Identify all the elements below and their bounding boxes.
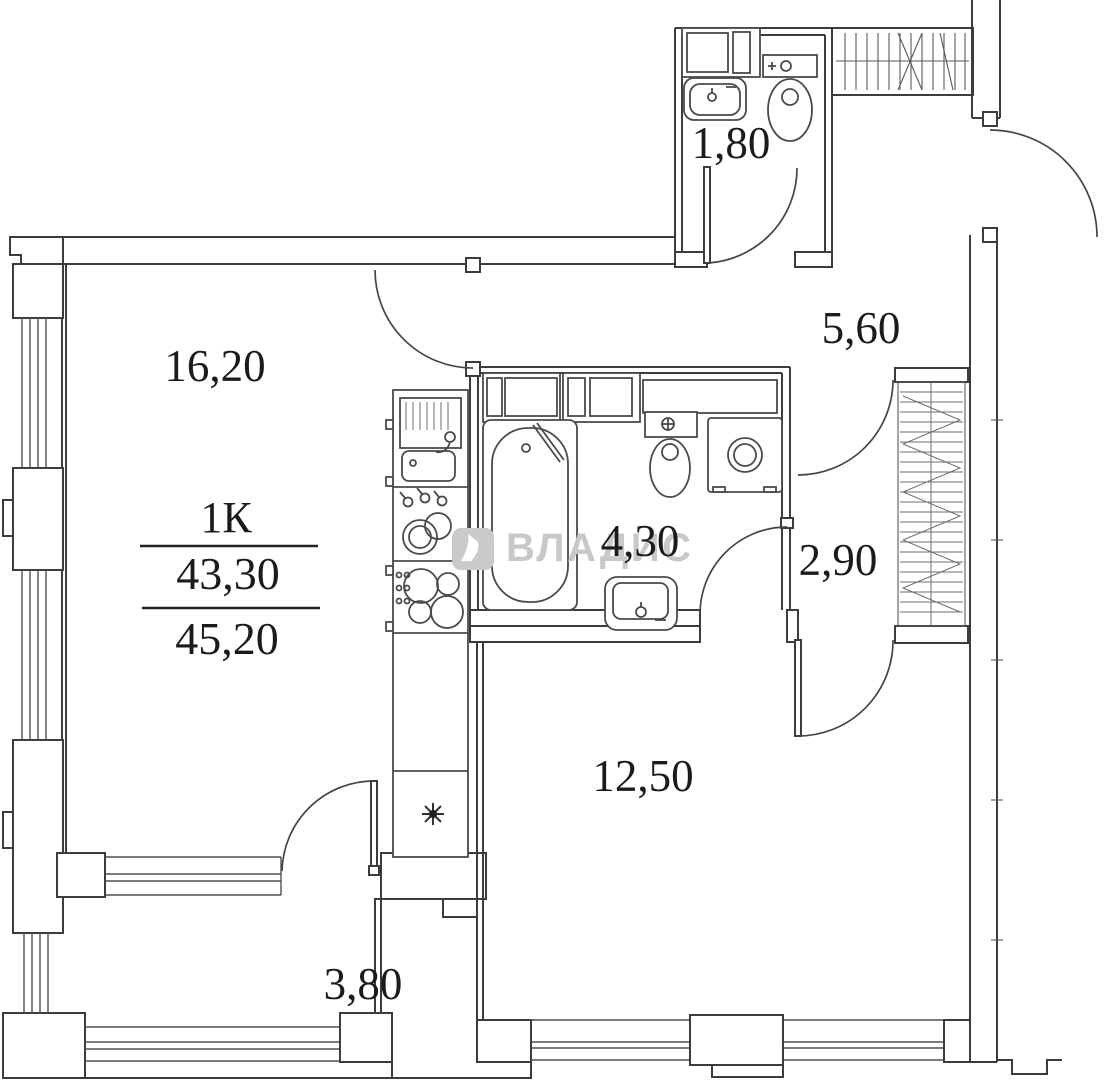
wc-fixtures xyxy=(681,27,818,142)
toilet-icon xyxy=(762,54,818,142)
apartment-type-label: 1К xyxy=(200,493,252,542)
wall-pier xyxy=(12,467,64,571)
wall-step xyxy=(997,1059,1062,1075)
walls xyxy=(2,0,1062,1079)
counter xyxy=(642,379,778,414)
wall-step xyxy=(442,899,477,918)
label-balcony-area: 3,80 xyxy=(324,959,403,1009)
title-block: 1К 43,30 45,20 xyxy=(140,493,320,664)
door-swing-icon xyxy=(281,780,375,872)
window-icon xyxy=(23,933,49,1013)
wall-pier xyxy=(12,739,64,934)
door-swing-icon xyxy=(797,639,894,737)
window-icon xyxy=(85,1026,340,1062)
door-jamb xyxy=(982,227,998,243)
wall-pier xyxy=(2,1012,86,1079)
door-swing-icon xyxy=(374,269,474,369)
wall-stub xyxy=(786,609,799,643)
label-closet-area: 2,90 xyxy=(799,535,878,585)
window-icon xyxy=(21,570,47,740)
total-area-value: 45,20 xyxy=(175,613,279,664)
label-living-room-area: 16,20 xyxy=(164,341,265,391)
wall-corner xyxy=(56,852,106,898)
wall-top xyxy=(62,236,676,265)
bathroom-fixtures xyxy=(482,372,783,631)
kitchen-units xyxy=(385,389,469,858)
wall-ticks xyxy=(991,419,1003,941)
wall-pier xyxy=(2,811,14,849)
watermark: ВЛАДИС xyxy=(452,526,693,570)
watermark-logo-flame xyxy=(461,534,479,561)
window-icon xyxy=(531,1019,690,1061)
watermark-text: ВЛАДИС xyxy=(506,526,693,570)
window-icon xyxy=(21,318,47,468)
washing-machine-icon xyxy=(707,417,783,493)
label-hallway-area: 5,60 xyxy=(822,303,901,353)
wall-pier xyxy=(711,1064,784,1078)
wall-corner xyxy=(476,1019,532,1063)
door-leaf xyxy=(370,780,378,874)
wall-segment xyxy=(674,251,708,268)
kitchen-sink-icon xyxy=(399,397,462,482)
door-leaf xyxy=(703,166,711,264)
wall-segment xyxy=(380,852,487,900)
window-icon xyxy=(105,856,282,896)
toilet-icon xyxy=(644,411,698,498)
door-swing-icon xyxy=(699,526,788,615)
refrigerator-icon xyxy=(422,803,444,825)
wall-pier xyxy=(2,499,14,537)
door-jamb xyxy=(368,865,380,876)
door-jamb xyxy=(780,517,794,529)
door-jamb xyxy=(465,361,481,377)
door-swing-icon xyxy=(797,379,894,476)
wardrobe-hatch-icon xyxy=(894,367,969,644)
sink-icon xyxy=(604,576,678,631)
wall-corner xyxy=(943,1019,971,1063)
stove-icon xyxy=(395,568,464,629)
wall-pier xyxy=(12,263,64,319)
room-labels: 16,20 5,60 1,80 4,30 2,90 12,50 3,80 xyxy=(164,118,900,1009)
living-area-value: 43,30 xyxy=(176,548,280,599)
door-jamb xyxy=(465,257,481,273)
sink-icon xyxy=(683,77,747,121)
label-bathroom-area: 4,30 xyxy=(601,516,680,566)
wall-step xyxy=(9,236,63,265)
label-wc-area: 1,80 xyxy=(692,118,771,168)
window-icon xyxy=(783,1019,944,1061)
shaft-hatch-icon xyxy=(831,27,974,96)
doors xyxy=(281,129,1098,876)
door-swing-icon xyxy=(989,129,1098,238)
bathtub-icon xyxy=(482,419,578,611)
wall-pier xyxy=(339,1012,393,1063)
wall-pier xyxy=(689,1014,784,1066)
door-jamb xyxy=(982,111,998,127)
door-leaf xyxy=(794,639,802,737)
door-swing-icon xyxy=(707,167,798,264)
label-room-area: 12,50 xyxy=(592,751,693,801)
dishes-icon xyxy=(399,487,452,555)
wall-segment xyxy=(794,251,833,268)
wall-step xyxy=(391,1062,532,1079)
